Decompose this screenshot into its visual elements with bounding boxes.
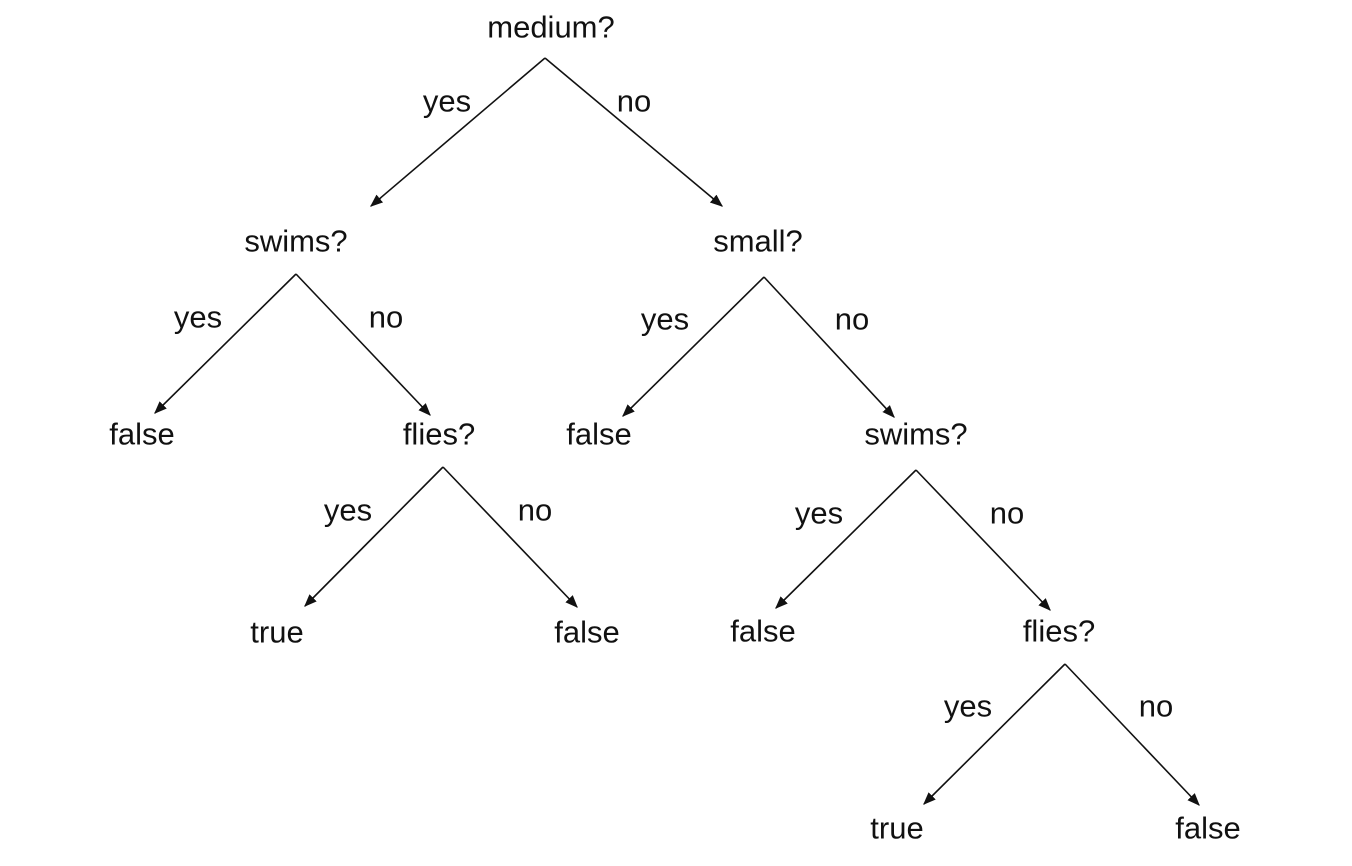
node-true-1: true bbox=[250, 614, 304, 650]
edge-label-no: no bbox=[989, 495, 1025, 531]
edge-small-false bbox=[622, 276, 765, 417]
edge-label-yes: yes bbox=[173, 299, 223, 335]
node-swims-left: swims? bbox=[244, 223, 348, 259]
node-false-2: false bbox=[566, 416, 632, 452]
edge-label-no: no bbox=[834, 301, 870, 337]
edge-flies1-false bbox=[442, 466, 578, 608]
edge-label-yes: yes bbox=[323, 492, 373, 528]
edge-label-no: no bbox=[368, 299, 404, 335]
node-false-4: false bbox=[730, 613, 796, 649]
node-swims-right: swims? bbox=[864, 416, 968, 452]
edge-label-yes: yes bbox=[640, 301, 690, 337]
edge-label-yes: yes bbox=[422, 83, 472, 119]
node-true-2: true bbox=[870, 810, 924, 846]
edge-flies1-true bbox=[304, 466, 444, 607]
edge-swims2-flies bbox=[915, 469, 1051, 611]
edge-flies2-false bbox=[1064, 663, 1200, 806]
edge-root-swims bbox=[370, 57, 546, 207]
node-flies-right: flies? bbox=[1022, 613, 1096, 649]
node-small: small? bbox=[713, 223, 803, 259]
edge-label-no: no bbox=[517, 492, 553, 528]
edge-swims2-false bbox=[775, 469, 917, 609]
node-false-5: false bbox=[1175, 810, 1241, 846]
edge-swims1-false bbox=[154, 273, 297, 414]
node-false-3: false bbox=[554, 614, 620, 650]
edge-flies2-true bbox=[923, 663, 1066, 805]
edge-label-yes: yes bbox=[943, 688, 993, 724]
edge-label-no: no bbox=[1138, 688, 1174, 724]
edge-label-no: no bbox=[616, 83, 652, 119]
node-medium: medium? bbox=[487, 9, 615, 45]
edge-label-yes: yes bbox=[794, 495, 844, 531]
edge-root-small bbox=[544, 57, 723, 207]
node-false-1: false bbox=[109, 416, 175, 452]
edge-swims1-flies bbox=[295, 273, 431, 416]
node-flies-left: flies? bbox=[402, 416, 476, 452]
edge-small-swims bbox=[763, 276, 895, 418]
